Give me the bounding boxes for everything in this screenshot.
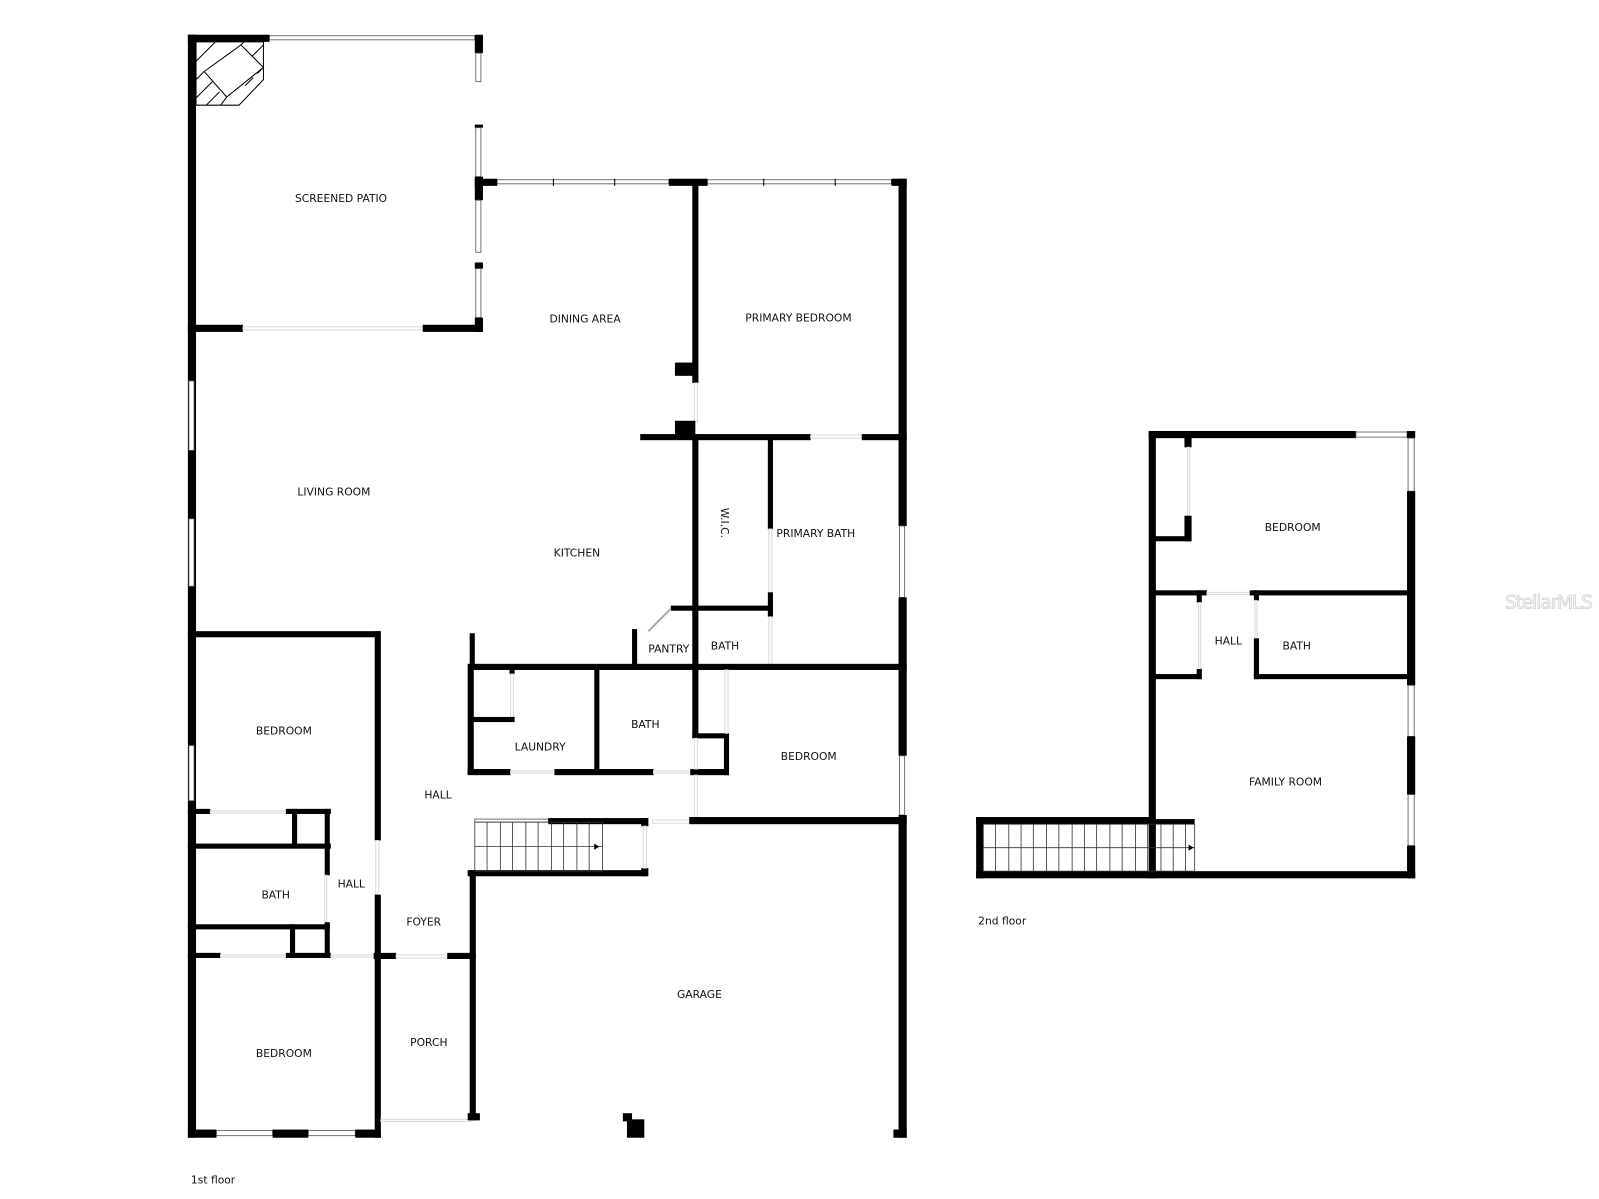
room-label-bedroom: BEDROOM [256,1047,312,1060]
room-label-bath: BATH [261,889,289,902]
room-label-garage: GARAGE [677,988,722,1001]
room-label-bath: BATH [1283,640,1311,653]
center-wing-walls [467,663,730,819]
room-label-hall: HALL [1215,634,1242,647]
north-walls [474,178,907,1138]
first-floor-plan: SCREENED PATIO DINING AREA PRIMARY BEDRO… [187,34,907,1187]
room-label-living-room: LIVING ROOM [297,485,370,498]
room-label-bedroom: BEDROOM [1265,521,1321,534]
room-label-bedroom: BEDROOM [256,724,312,737]
west-wing-walls [187,631,480,1138]
fireplace-icon [195,41,265,106]
room-label-screened-patio: SCREENED PATIO [295,192,387,205]
stairs-and-garage-walls [467,817,907,1138]
room-label-dining-area: DINING AREA [549,313,621,326]
room-label-porch: PORCH [410,1036,447,1049]
stairs-icon [474,821,603,872]
west-windows [188,380,195,802]
room-label-hall: HALL [338,878,365,891]
room-label-family-room: FAMILY ROOM [1249,775,1322,788]
floor-label-2nd: 2nd floor [978,914,1027,927]
room-label-wic: W.I.C. [718,508,731,538]
room-label-primary-bedroom: PRIMARY BEDROOM [745,312,851,325]
room-label-bedroom: BEDROOM [781,750,837,763]
room-label-hall: HALL [424,789,451,802]
room-label-laundry: LAUNDRY [515,741,566,754]
second-floor-walls [976,430,1416,879]
room-label-pantry: PANTRY [648,643,689,656]
room-label-bath: BATH [631,718,659,731]
watermark: StellarMLS [1505,593,1592,614]
room-label-kitchen: KITCHEN [554,547,600,560]
interior-walls-upper [469,181,907,670]
floor-label-1st: 1st floor [191,1174,236,1187]
second-floor-plan: BEDROOM HALL BATH FAMILY ROOM 2nd floor [976,430,1416,927]
room-label-bath: BATH [711,640,739,653]
stairs-icon [982,823,1196,872]
room-label-foyer: FOYER [406,915,441,928]
room-label-primary-bath: PRIMARY BATH [776,527,855,540]
